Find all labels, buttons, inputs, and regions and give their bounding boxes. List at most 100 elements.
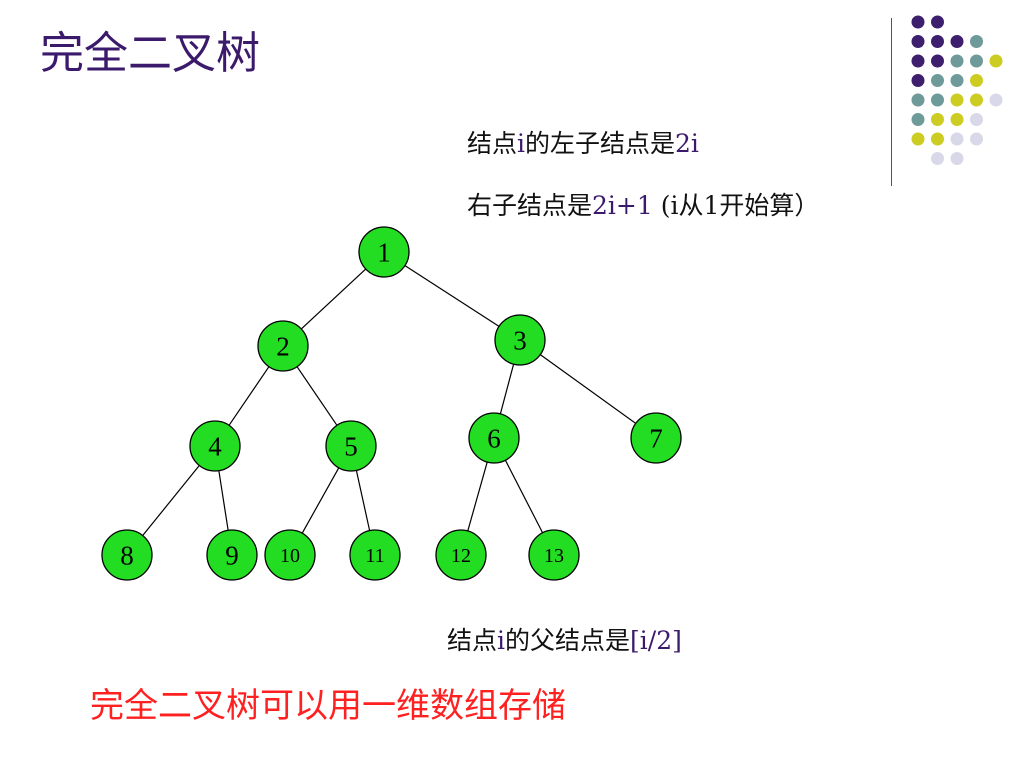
decorative-dot (970, 132, 983, 146)
tree-node-11: 11 (349, 529, 401, 581)
parent-rule: 结点i的父结点是[i/2] (447, 627, 682, 655)
tree-edge-5-11 (355, 470, 371, 531)
tree-node-4: 4 (189, 420, 241, 472)
right-child-formula: 2i+1 (592, 191, 653, 220)
decorative-dot (950, 35, 964, 48)
decorative-dot (970, 74, 983, 87)
tree-node-circle (468, 412, 520, 464)
decorative-dot (989, 54, 1003, 68)
decorative-dot (911, 113, 925, 126)
left-child-rule-middle: 的左子结点是 (525, 129, 676, 158)
decorative-dot (970, 35, 983, 48)
tree-edge-6-12 (467, 461, 488, 532)
decorative-dot (931, 93, 944, 107)
tree-node-5: 5 (325, 420, 377, 472)
right-child-rule: 右子结点是2i+1 (i从1开始算） (467, 192, 819, 220)
tree-node-circle (101, 529, 153, 581)
decorative-dot (931, 132, 944, 146)
left-child-rule: 结点i的左子结点是2i (467, 130, 699, 158)
decorative-dot (911, 132, 925, 146)
tree-node-circle (349, 529, 401, 581)
left-child-rule-var: i (517, 129, 526, 158)
right-child-rule-prefix: 右子结点是 (467, 191, 593, 220)
decorative-dot (970, 113, 983, 126)
tree-node-circle (528, 529, 580, 581)
tree-node-9: 9 (206, 529, 258, 581)
decorative-dot (970, 93, 983, 107)
tree-node-circle (264, 529, 316, 581)
tree-node-label: 10 (280, 545, 300, 567)
tree-node-6: 6 (468, 412, 520, 464)
tree-node-label: 8 (120, 540, 134, 570)
decorative-dot (950, 93, 964, 107)
tree-node-label: 9 (225, 540, 239, 570)
tree-node-10: 10 (264, 529, 316, 581)
tree-node-circle (206, 529, 258, 581)
decorative-dot (950, 152, 964, 165)
left-child-formula: 2i (675, 129, 699, 158)
tree-edge-2-5 (296, 366, 338, 426)
decorative-dot (931, 54, 944, 68)
decorative-dot (931, 152, 944, 165)
tree-node-label: 5 (344, 431, 358, 461)
decorative-dot (911, 15, 925, 29)
tree-node-circle (257, 320, 309, 372)
tree-node-circle (358, 226, 410, 278)
tree-node-label: 11 (365, 545, 384, 567)
left-child-rule-prefix: 结点 (467, 129, 518, 158)
tree-node-label: 2 (276, 331, 290, 361)
tree-node-label: 4 (208, 431, 222, 461)
tree-edge-3-7 (539, 354, 637, 424)
tree-node-circle (630, 412, 682, 464)
tree-node-label: 12 (451, 545, 471, 567)
decorative-dot (950, 113, 964, 126)
decorative-dot (950, 54, 964, 68)
tree-edge-4-8 (142, 465, 200, 536)
tree-edge-1-2 (300, 268, 367, 330)
tree-node-label: 3 (513, 325, 527, 355)
parent-rule-middle: 的父结点是 (505, 626, 631, 655)
decorative-dot (931, 113, 944, 126)
tree-node-label: 6 (487, 423, 501, 453)
parent-rule-var: i (497, 626, 506, 655)
tree-edge-3-6 (499, 364, 515, 414)
decorative-dot (911, 74, 925, 87)
tree-node-13: 13 (528, 529, 580, 581)
tree-edge-5-10 (301, 467, 340, 534)
decorative-dot (931, 74, 944, 87)
tree-edge-2-4 (228, 366, 270, 426)
tree-node-12: 12 (435, 529, 487, 581)
decorative-dot (950, 74, 964, 87)
tree-edge-4-9 (218, 470, 229, 531)
tree-node-2: 2 (257, 320, 309, 372)
decorative-dot (950, 132, 964, 146)
tree-node-label: 7 (649, 423, 663, 453)
decorative-dot (911, 35, 925, 48)
right-child-rule-note: (i从1开始算） (652, 191, 820, 220)
tree-node-3: 3 (494, 314, 546, 366)
slide-title: 完全二叉树 (40, 28, 260, 79)
tree-node-1: 1 (358, 226, 410, 278)
tree-node-circle (435, 529, 487, 581)
tree-node-circle (189, 420, 241, 472)
tree-node-circle (494, 314, 546, 366)
tree-edge-1-3 (404, 265, 500, 327)
decorative-dot (911, 54, 925, 68)
parent-rule-prefix: 结点 (447, 626, 498, 655)
decorative-divider-line (891, 18, 892, 186)
tree-node-label: 1 (377, 237, 391, 267)
decorative-dot (931, 15, 944, 29)
tree-node-8: 8 (101, 529, 153, 581)
decorative-dot (911, 93, 925, 107)
tree-node-7: 7 (630, 412, 682, 464)
decorative-dot (989, 93, 1003, 107)
parent-formula: [i/2] (630, 626, 682, 655)
decorative-dot (970, 54, 983, 68)
tree-edge-6-13 (504, 459, 544, 534)
tree-node-label: 13 (544, 545, 564, 567)
conclusion-text: 完全二叉树可以用一维数组存储 (90, 686, 566, 726)
tree-node-circle (325, 420, 377, 472)
decorative-dot (931, 35, 944, 48)
